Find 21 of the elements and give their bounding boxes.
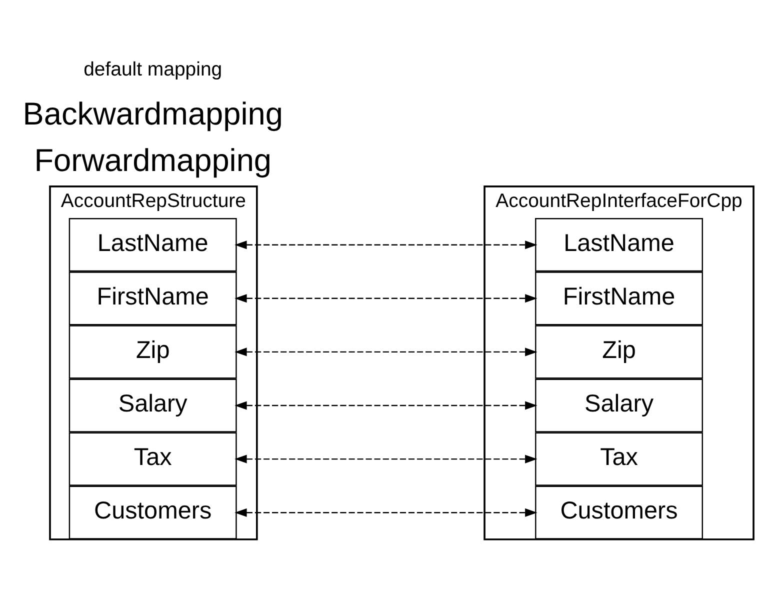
node-box: Tax (68, 432, 237, 486)
node-box: Customers (535, 486, 703, 540)
node-box: FirstName (535, 272, 703, 326)
arrow (234, 454, 538, 464)
arrow (234, 240, 538, 250)
label: Forwardmapping (34, 142, 272, 178)
node-box: Zip (535, 325, 703, 379)
node-box: Customers (68, 486, 237, 540)
legend-label: default mapping (84, 58, 222, 80)
node-box: Zip (68, 325, 237, 379)
node-box: Tax (535, 432, 703, 486)
arrow (234, 508, 538, 517)
node-box: LastName (68, 218, 237, 272)
node-box: FirstName (68, 272, 237, 326)
node-box: Salary (535, 378, 703, 432)
arrow (234, 294, 538, 303)
arrow (234, 348, 538, 356)
node-box: LastName (535, 218, 703, 272)
arrow (234, 401, 538, 410)
label: Backwardmapping (22, 96, 283, 132)
node-box: Salary (68, 378, 237, 432)
